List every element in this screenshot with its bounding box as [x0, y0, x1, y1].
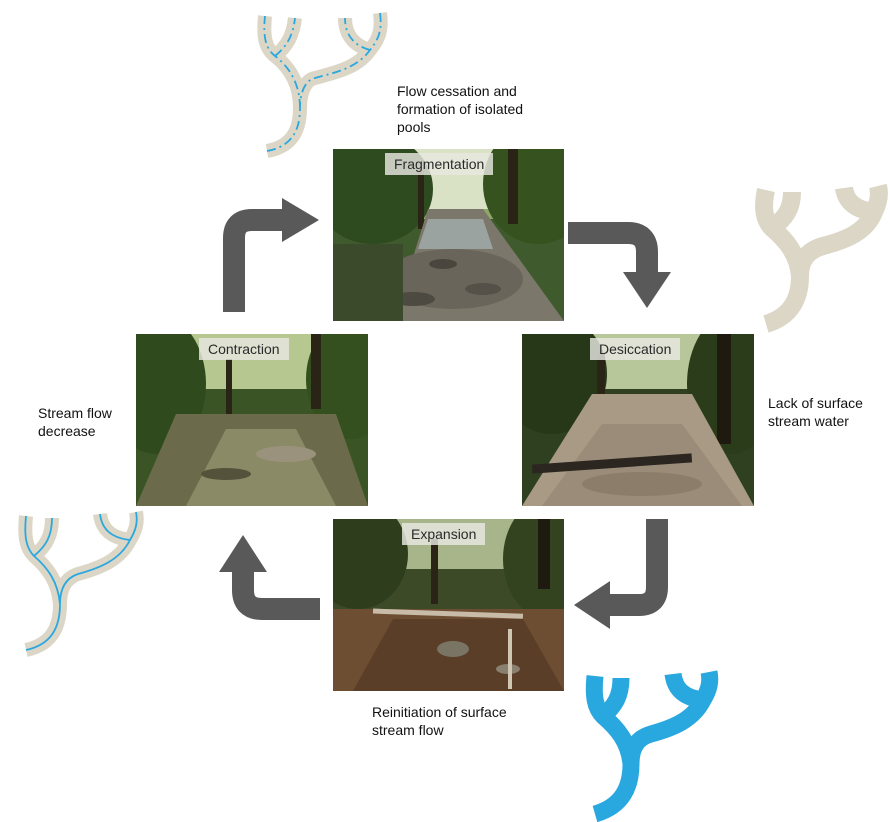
- cycle-arrow-up-right: [223, 198, 319, 312]
- stream-network-dry-icon: [755, 184, 888, 333]
- contraction-caption: Stream flow decrease: [38, 404, 112, 440]
- caption-line: stream flow: [372, 722, 444, 738]
- fragmentation-photo: [333, 149, 564, 321]
- cycle-arrow-left-up: [219, 535, 320, 620]
- expansion-label: Expansion: [402, 523, 486, 545]
- contraction-photo: [136, 334, 368, 506]
- caption-line: pools: [397, 119, 431, 135]
- expansion-photo: [333, 519, 564, 691]
- caption-line: Lack of surface: [768, 395, 863, 411]
- caption-line: formation of isolated: [397, 101, 524, 117]
- desiccation-caption: Lack of surface stream water: [768, 394, 863, 430]
- contraction-label: Contraction: [199, 338, 289, 360]
- caption-line: stream water: [768, 413, 849, 429]
- caption-line: Reinitiation of surface: [372, 704, 507, 720]
- caption-line: Flow cessation and: [397, 83, 517, 99]
- stream-network-full-flow-icon: [585, 670, 719, 822]
- stream-network-partial-flow-icon: [257, 12, 388, 158]
- desiccation-label: Desiccation: [590, 338, 681, 360]
- caption-line: decrease: [38, 423, 96, 439]
- cycle-arrow-down-left: [574, 519, 668, 629]
- caption-line: Stream flow: [38, 405, 112, 421]
- fragmentation-label: Fragmentation: [385, 153, 494, 175]
- stream-network-reduced-flow-icon: [18, 510, 144, 657]
- expansion-caption: Reinitiation of surface stream flow: [372, 703, 507, 739]
- cycle-arrow-right-down: [568, 222, 671, 308]
- fragmentation-caption: Flow cessation and formation of isolated…: [397, 82, 523, 136]
